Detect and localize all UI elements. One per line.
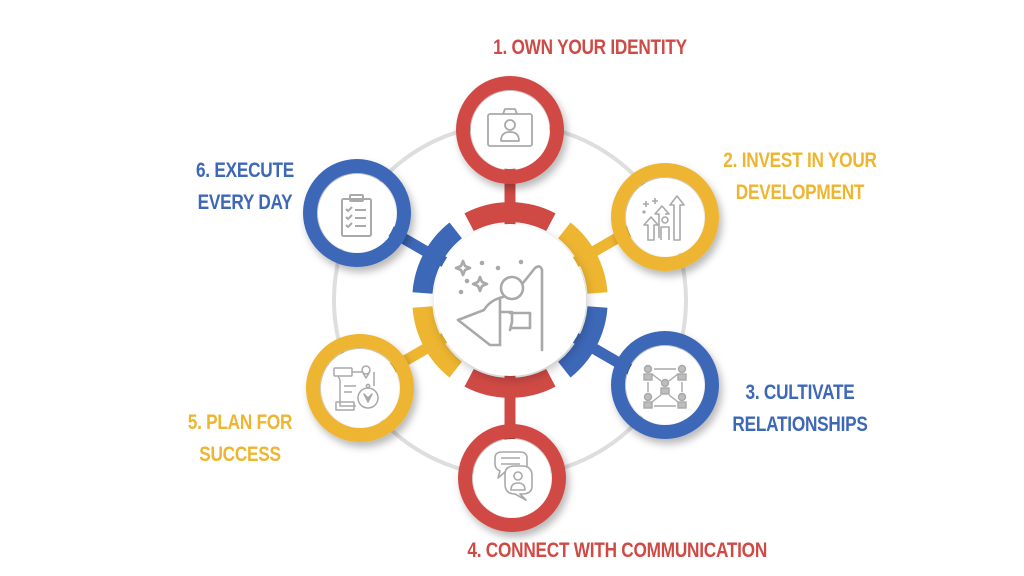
step-node-6[interactable]: [303, 159, 411, 267]
step-node-5[interactable]: [306, 334, 414, 442]
step-label-5-line-1: 5. PLAN FOR: [187, 411, 293, 434]
chat-bubbles-icon: [494, 451, 533, 501]
step-node-2[interactable]: [611, 163, 719, 271]
step-node-3[interactable]: [611, 331, 719, 439]
plan-compass-icon: [333, 365, 379, 411]
step-node-4[interactable]: [458, 424, 566, 532]
growth-arrows-icon: [642, 195, 685, 241]
step-label-6-line-2: EVERY DAY: [197, 191, 293, 214]
id-badge-icon: [487, 108, 533, 147]
step-label-3-line-1: 3. CULTIVATE: [745, 381, 855, 404]
step-label-4: 4. CONNECT WITH COMMUNICATION: [467, 535, 768, 567]
step-label-2-line-1: 2. INVEST IN YOUR: [723, 149, 877, 172]
hub-segment-1: [464, 202, 556, 232]
step-label-5-line-2: SUCCESS: [199, 443, 281, 466]
step-node-1[interactable]: [456, 76, 564, 184]
checklist-clipboard-icon: [341, 194, 372, 237]
step-label-5: 5. PLAN FOR SUCCESS: [174, 407, 305, 471]
hub-segment-ring: [412, 202, 608, 398]
center-hub: [434, 224, 586, 376]
step-label-2: 2. INVEST IN YOUR DEVELOPMENT: [710, 145, 890, 209]
step-label-6: 6. EXECUTE EVERY DAY: [179, 155, 310, 219]
step-label-3-line-2: RELATIONSHIPS: [732, 413, 868, 436]
hub-segment-6: [412, 222, 463, 295]
step-label-1-line-1: 1. OWN YOUR IDENTITY: [493, 36, 687, 59]
hub-segment-3: [557, 305, 608, 378]
superhero-icon: [454, 259, 544, 352]
hub-segment-2: [557, 222, 608, 295]
network-people-icon: [643, 364, 687, 409]
step-label-1: 1. OWN YOUR IDENTITY: [467, 32, 713, 64]
step-label-3: 3. CULTIVATE RELATIONSHIPS: [718, 377, 882, 441]
hub-segment-4: [464, 368, 556, 398]
hub-segment-5: [412, 305, 463, 378]
step-label-6-line-1: 6. EXECUTE: [195, 159, 295, 182]
step-label-4-line-1: 4. CONNECT WITH COMMUNICATION: [467, 539, 768, 562]
step-label-2-line-2: DEVELOPMENT: [735, 181, 865, 204]
